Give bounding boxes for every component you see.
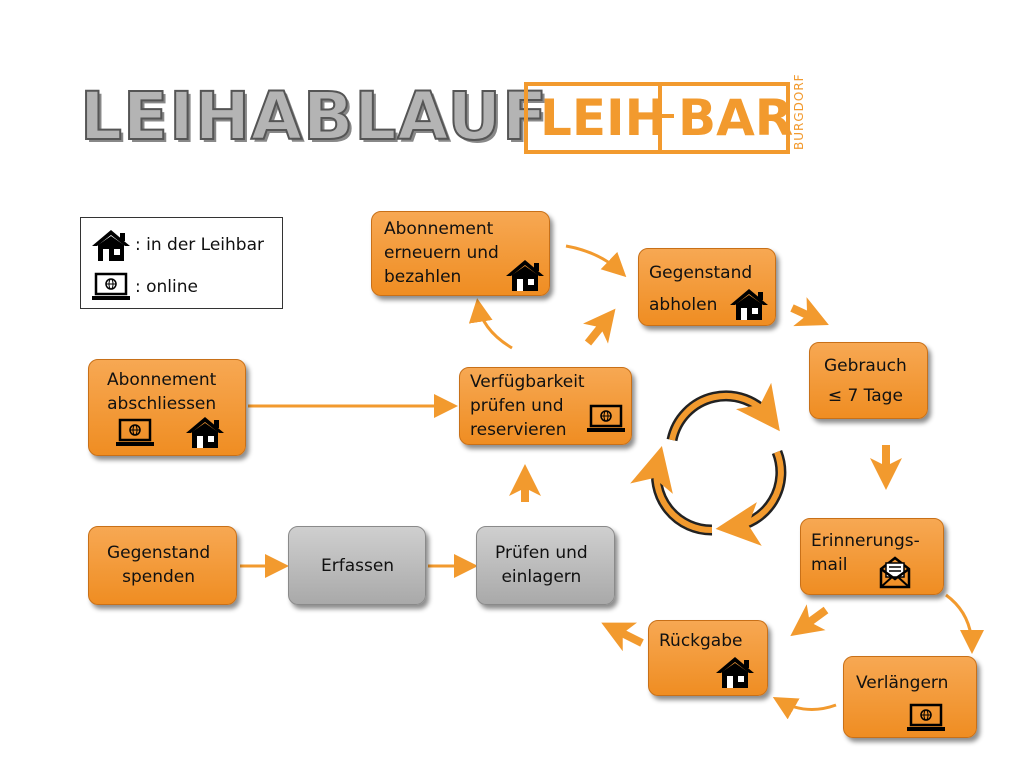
legend-laptop-label: : online bbox=[135, 277, 198, 297]
house-icon bbox=[730, 289, 768, 320]
logo-text-left: LEIH bbox=[540, 89, 667, 147]
arrow-abholen-to-gebrauch bbox=[790, 297, 829, 327]
arrow-erinnerung-to-verlaengern bbox=[945, 593, 984, 654]
arrow-verfuegbarkeit-to-abholen bbox=[583, 308, 616, 346]
legend-row-laptop: : online bbox=[91, 272, 198, 302]
node-rueckgabe: Rückgabe bbox=[648, 620, 768, 696]
node-gegenstand-abholen: Gegenstand abholen bbox=[638, 248, 776, 326]
arrow-erinnerung-to-rueckgabe bbox=[790, 604, 829, 637]
laptop-icon bbox=[116, 418, 154, 446]
node-verlaengern: Verlängern bbox=[843, 656, 977, 738]
node-erinnerungsmail: Erinnerungs- mail bbox=[800, 518, 944, 595]
node-label: Gegenstand abholen bbox=[649, 263, 753, 315]
node-erfassen: Erfassen bbox=[288, 526, 426, 605]
legend-row-house: : in der Leihbar bbox=[91, 228, 264, 262]
leihbar-logo: LEIH BAR bbox=[524, 82, 794, 154]
legend: : in der Leihbar : online bbox=[80, 217, 283, 309]
house-icon bbox=[92, 230, 130, 261]
node-label: Gegenstand spenden bbox=[107, 543, 211, 587]
node-pruefen-einlagern: Prüfen und einlagern bbox=[476, 526, 615, 605]
arrow-verfuegbarkeit-to-erneuern bbox=[468, 298, 513, 350]
house-icon bbox=[506, 260, 544, 291]
envelope-icon bbox=[879, 556, 911, 589]
laptop-icon bbox=[92, 272, 130, 300]
node-label: Rückgabe bbox=[659, 631, 743, 651]
node-gegenstand-spenden: Gegenstand spenden bbox=[88, 526, 237, 605]
arrow-rueckgabe-to-pruefen bbox=[601, 622, 644, 652]
logo-text-right: BAR bbox=[678, 89, 794, 147]
cycle-icon bbox=[630, 382, 787, 546]
node-label: Erinnerungs- mail bbox=[811, 531, 920, 575]
node-label: Abonnement erneuern und bezahlen bbox=[384, 219, 499, 287]
page-title: LEIHABLAUF bbox=[79, 77, 549, 156]
house-icon bbox=[716, 657, 754, 688]
node-verfuegbarkeit: Verfügbarkeit prüfen und reservieren bbox=[459, 367, 632, 445]
laptop-icon bbox=[907, 703, 945, 731]
laptop-icon bbox=[587, 404, 625, 432]
node-label: Verfügbarkeit prüfen und reservieren bbox=[470, 372, 585, 440]
node-gebrauch: Gebrauch ≤ 7 Tage bbox=[809, 342, 928, 419]
node-label: Gebrauch ≤ 7 Tage bbox=[824, 356, 907, 406]
node-label: Verlängern bbox=[856, 673, 949, 693]
node-label: Abonnement abschliessen bbox=[107, 370, 217, 414]
node-label: Erfassen bbox=[321, 556, 395, 576]
arrow-verlaengern-to-rueckgabe bbox=[772, 697, 837, 720]
node-abonnement-abschliessen: Abonnement abschliessen bbox=[88, 359, 246, 456]
house-icon bbox=[186, 417, 224, 448]
arrow-erneuern-to-abholen bbox=[565, 244, 627, 278]
logo-separator bbox=[658, 86, 662, 150]
node-label: Prüfen und einlagern bbox=[495, 543, 588, 587]
logo-notch bbox=[646, 114, 674, 118]
legend-house-label: : in der Leihbar bbox=[135, 235, 265, 255]
node-abonnement-erneuern: Abonnement erneuern und bezahlen bbox=[371, 211, 550, 296]
